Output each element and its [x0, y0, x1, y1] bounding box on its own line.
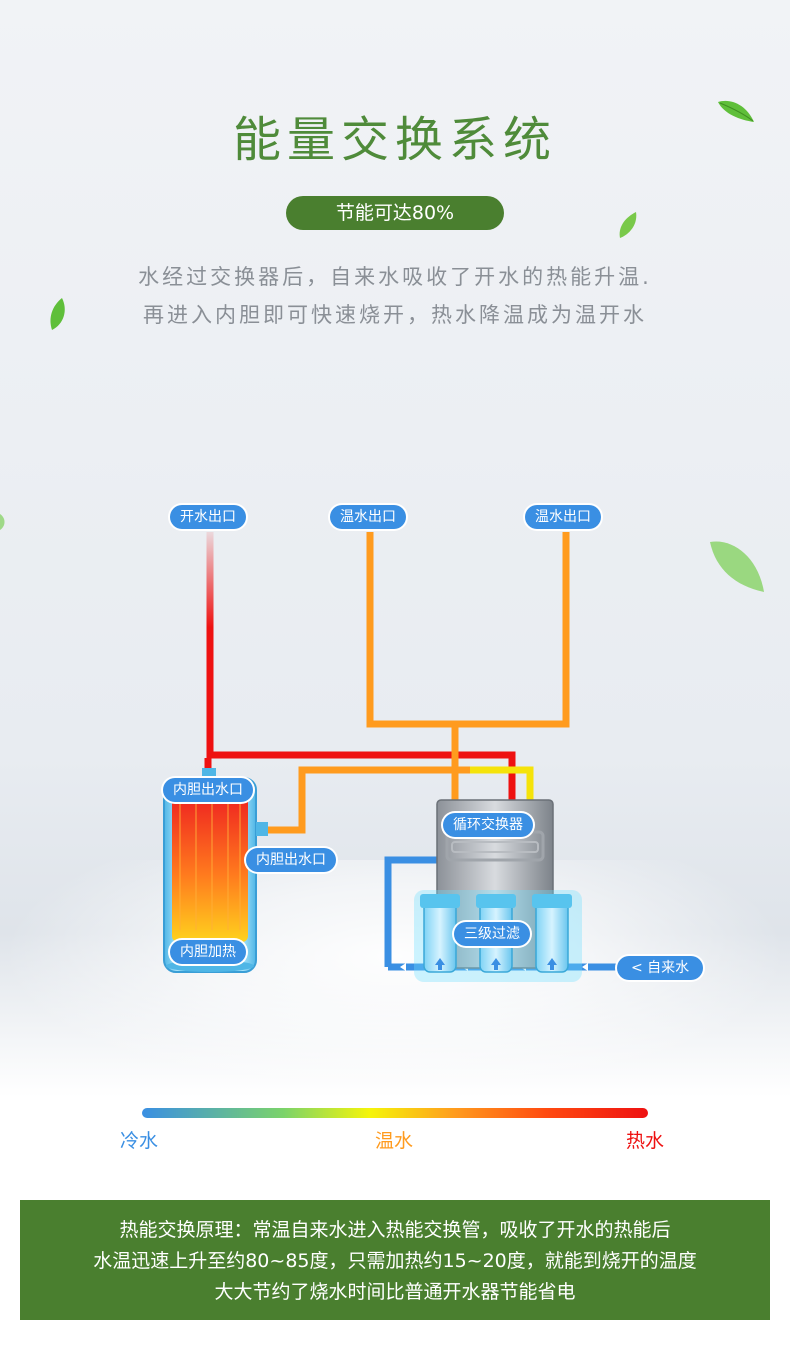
leaf-icon	[718, 100, 754, 122]
description-line-2: 再进入内胆即可快速烧开，热水降温成为温开水	[143, 303, 647, 327]
principle-line-3: 大大节约了烧水时间比普通开水器节能省电	[214, 1281, 576, 1303]
boiling-water-outlet-label: 开水出口	[170, 505, 246, 529]
temperature-gradient-bar	[142, 1108, 648, 1118]
filtration-label: 三级过滤	[454, 922, 530, 946]
tank-heating-label: 内胆加热	[170, 940, 246, 964]
page-title: 能量交换系统	[232, 112, 557, 168]
tap-water-inlet-label: < 自来水	[617, 956, 704, 980]
description-line-1: 水经过交换器后，自来水吸收了开水的热能升温.	[138, 265, 652, 289]
arrow-up-icon	[435, 958, 557, 970]
inner-tank	[163, 768, 268, 973]
legend-hot: 热水	[626, 1130, 665, 1152]
energy-saving-badge: 节能可达80%	[286, 196, 504, 230]
leaf-icon	[0, 514, 5, 530]
principle-line-2: 水温迅速上升至约80~85度，只需加热约15~20度，就能到烧开的温度	[93, 1250, 697, 1272]
warm-water-outlet-label-2: 温水出口	[525, 505, 601, 529]
leaf-icon	[619, 212, 637, 238]
floor-glow	[0, 860, 790, 1100]
warm-water-outlet-label-1: 温水出口	[330, 505, 406, 529]
tank-outlet-top-label: 内胆出水口	[163, 778, 253, 802]
exchanger-label: 循环交换器	[443, 813, 533, 837]
leaf-icon	[710, 541, 764, 592]
legend-cold: 冷水	[120, 1130, 159, 1152]
water-flow-diagram	[163, 530, 660, 982]
leaf-icon	[50, 298, 65, 330]
principle-explanation-box: 热能交换原理：常温自来水进入热能交换管，吸收了开水的热能后 水温迅速上升至约80…	[20, 1200, 770, 1320]
legend-warm: 温水	[375, 1130, 414, 1152]
tank-outlet-side-label: 内胆出水口	[246, 848, 336, 872]
principle-line-1: 热能交换原理：常温自来水进入热能交换管，吸收了开水的热能后	[119, 1219, 671, 1241]
